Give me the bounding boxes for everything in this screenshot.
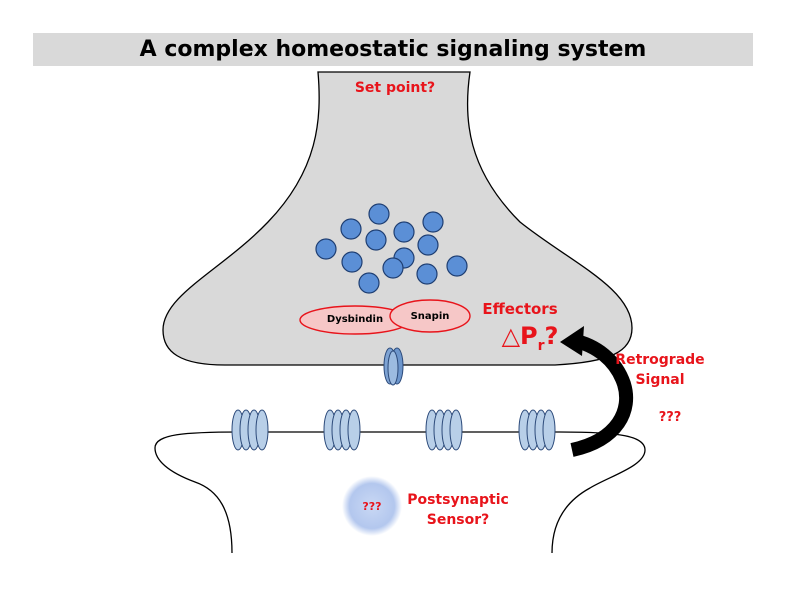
set-point-label: Set point?	[354, 80, 436, 96]
snapin-label: Snapin	[410, 311, 450, 322]
sensor-line1: Postsynaptic	[407, 492, 509, 508]
diagram-title: A complex homeostatic signaling system	[139, 37, 647, 62]
vesicle	[358, 272, 380, 294]
retrograde-unknown: ???	[658, 410, 682, 425]
vesicle	[422, 211, 444, 233]
vesicle	[382, 257, 404, 279]
vesicle	[368, 203, 390, 225]
receptor-1	[231, 409, 269, 451]
delta-pr-text: △P	[501, 322, 538, 350]
vesicle	[340, 218, 362, 240]
dysbindin-label: Dysbindin	[326, 314, 384, 325]
presynaptic-channel	[383, 347, 404, 386]
vesicle	[341, 251, 363, 273]
vesicle	[393, 221, 415, 243]
snapin-protein	[389, 299, 471, 333]
presynaptic-terminal	[162, 71, 633, 366]
postsynaptic-membrane	[154, 431, 646, 554]
delta-pr-subscript: r	[537, 337, 545, 354]
sensor-line2: Sensor?	[426, 512, 490, 528]
vesicle	[446, 255, 468, 277]
retrograde-signal-label: Retrograde Signal	[610, 350, 710, 390]
synaptic-vesicles	[315, 203, 468, 294]
vesicle	[416, 263, 438, 285]
sensor-unknown: ???	[362, 500, 382, 513]
receptor-3	[425, 409, 463, 451]
retrograde-line1: Retrograde	[615, 352, 705, 368]
receptor-4	[518, 409, 556, 451]
title-bar: A complex homeostatic signaling system	[33, 33, 753, 66]
vesicle	[417, 234, 439, 256]
retrograde-line2: Signal	[635, 372, 685, 388]
receptor-2	[323, 409, 361, 451]
postsynaptic-sensor	[342, 476, 402, 536]
delta-pr-question: ?	[544, 322, 559, 350]
vesicle	[365, 229, 387, 251]
delta-pr-label: △Pr?	[480, 322, 580, 354]
postsynaptic-sensor-label: Postsynaptic Sensor?	[388, 490, 528, 530]
vesicle	[315, 238, 337, 260]
retrograde-arrow	[560, 326, 634, 457]
effectors-label: Effectors	[482, 300, 558, 318]
